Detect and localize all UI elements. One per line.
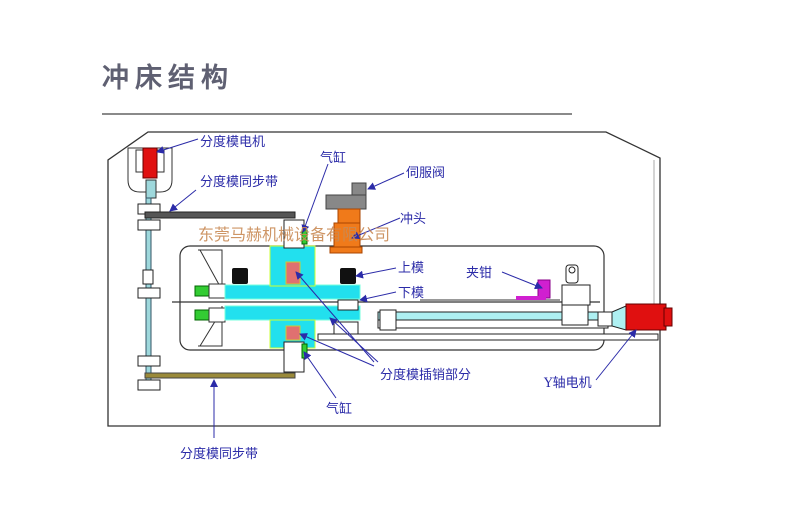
label-punch-head: 冲头 bbox=[400, 212, 427, 227]
label-index-motor: 分度模电机 bbox=[200, 135, 266, 150]
servo-valve bbox=[351, 182, 367, 196]
label-index-pin: 分度模插销部分 bbox=[380, 368, 472, 383]
y-axis-base bbox=[317, 333, 659, 341]
y-motor bbox=[625, 303, 667, 331]
label-index-belt-bottom: 分度模同步带 bbox=[180, 447, 259, 462]
label-upper-die: 上模 bbox=[398, 261, 425, 276]
index-motor-coupling bbox=[145, 179, 157, 199]
label-servo-valve: 伺服阀 bbox=[406, 166, 446, 181]
clamp-body bbox=[561, 284, 591, 306]
y-motor-coupling bbox=[597, 311, 613, 327]
page-title: 冲床结构 bbox=[102, 63, 234, 94]
lower-die-block bbox=[337, 299, 359, 311]
title-underline bbox=[102, 113, 572, 115]
upper-die-block bbox=[340, 268, 356, 284]
label-clamp: 夹钳 bbox=[466, 266, 493, 281]
index-pin-lower bbox=[285, 325, 301, 341]
callout-arrows bbox=[156, 138, 637, 438]
bottom-cylinder bbox=[283, 341, 305, 373]
clamp bbox=[537, 279, 551, 299]
bottom-timing-belt bbox=[144, 372, 296, 379]
index-motor-housing bbox=[127, 147, 173, 193]
upper-die-block-left bbox=[232, 268, 248, 284]
watermark: 东莞马赫机械设备有限公司 bbox=[198, 225, 391, 244]
top-timing-belt bbox=[144, 211, 296, 219]
punch-flange bbox=[329, 246, 363, 254]
left-cylinder-lower bbox=[194, 309, 210, 321]
label-y-motor: Y轴电机 bbox=[544, 376, 592, 391]
punch-valve-block bbox=[325, 194, 367, 210]
index-motor bbox=[142, 147, 158, 179]
label-lower-die: 下模 bbox=[398, 286, 425, 301]
upper-turret-disc bbox=[224, 284, 361, 300]
left-cylinder-upper bbox=[194, 285, 210, 297]
label-cylinder-top: 气缸 bbox=[320, 151, 347, 166]
index-pin-upper bbox=[285, 261, 301, 285]
label-cylinder-bottom: 气缸 bbox=[326, 402, 353, 417]
turret-housing bbox=[179, 245, 605, 351]
label-index-belt-top: 分度模同步带 bbox=[200, 175, 279, 190]
machine-frame bbox=[107, 131, 661, 427]
